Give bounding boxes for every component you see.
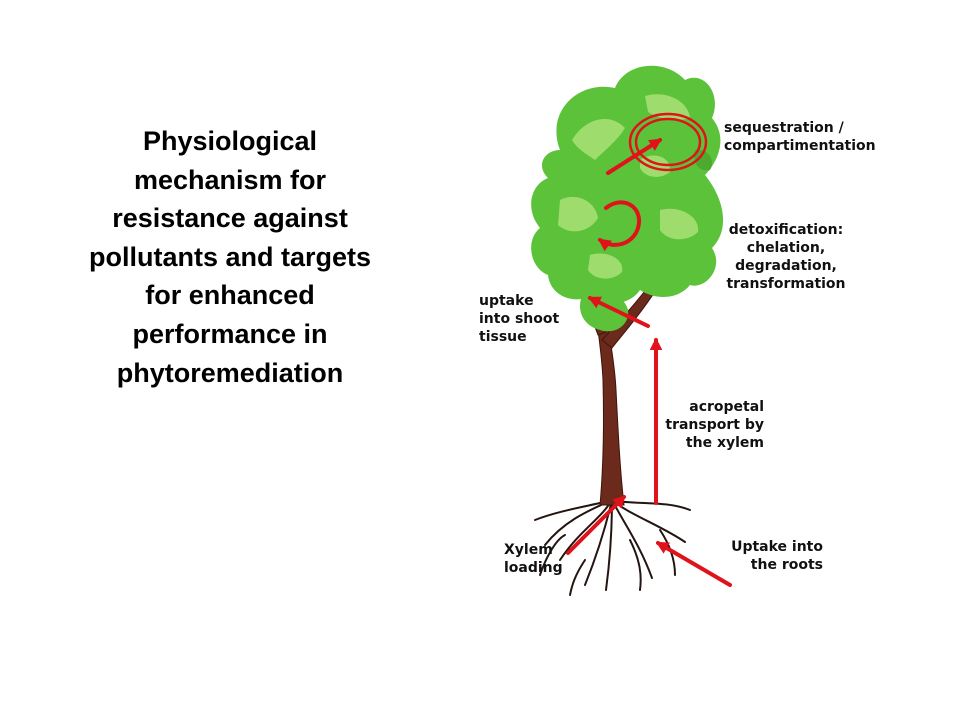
label-acropetal: acropetal transport by the xylem [660, 398, 764, 452]
arrow-root-uptake [655, 541, 732, 587]
label-line: Xylem [504, 542, 553, 558]
title-line: phytoremediation [116, 357, 344, 388]
title-line: performance in [132, 318, 328, 349]
label-line: Uptake into [731, 539, 823, 555]
title-line: for enhanced [145, 280, 315, 311]
label-xylem-loading: Xylem loading [504, 541, 563, 577]
arrows [566, 138, 732, 587]
slide-title: Physiological mechanism for resistance a… [50, 122, 410, 392]
label-line: transport by [665, 417, 764, 433]
label-sequestration: sequestration / compartimentation [724, 119, 876, 155]
label-root-uptake: Uptake into the roots [720, 538, 823, 574]
label-line: tissue [479, 329, 527, 345]
label-line: degradation, [735, 258, 837, 274]
title-line: resistance against [112, 203, 348, 234]
label-line: the xylem [685, 435, 764, 451]
arrow-detoxification-cycle [597, 200, 642, 252]
label-line: loading [504, 560, 563, 576]
arrow-xylem-loading [566, 495, 626, 555]
arrow-sequestration [606, 138, 663, 175]
label-line: compartimentation [724, 138, 876, 154]
label-line: into shoot [479, 311, 560, 327]
label-shoot-uptake: uptake into shoot tissue [479, 292, 559, 346]
sequestration-marker [628, 112, 708, 172]
label-line: chelation, [746, 240, 826, 256]
label-detoxification: detoxification: chelation, degradation, … [722, 221, 850, 293]
title-line: pollutants and targets [88, 241, 372, 272]
label-line: transformation [726, 276, 846, 292]
label-line: detoxification: [728, 222, 844, 238]
title-line: mechanism for [133, 164, 327, 195]
title-line: Physiological [142, 126, 318, 156]
label-line: acropetal [689, 399, 764, 415]
arrow-shoot-uptake [587, 296, 650, 328]
label-line: sequestration / [724, 120, 844, 136]
foliage [531, 65, 724, 332]
label-line: the roots [750, 557, 823, 573]
label-line: uptake [479, 293, 534, 309]
